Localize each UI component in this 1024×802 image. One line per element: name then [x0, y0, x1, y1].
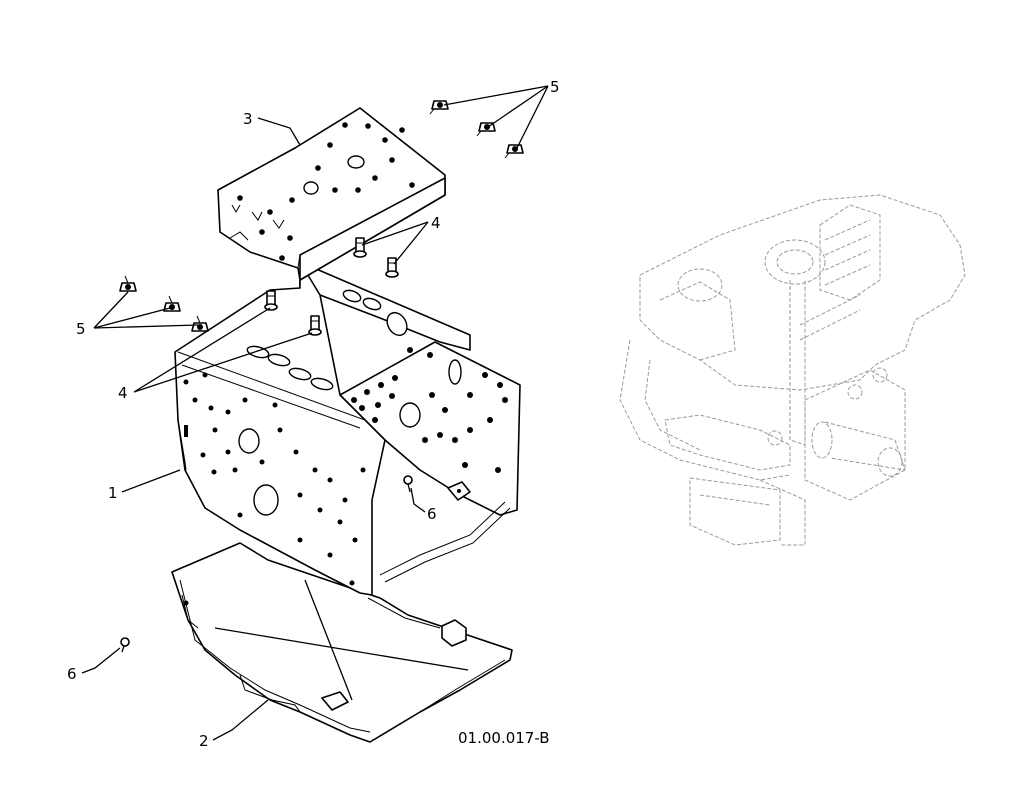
leader-lines [81, 85, 549, 741]
callout-6-left: 6 [67, 665, 77, 683]
screws-item-6 [120, 475, 413, 653]
callout-5-left: 5 [76, 320, 86, 338]
callout-1: 1 [108, 484, 118, 502]
part-3-top-cover [217, 107, 446, 281]
part-1-main-frame [174, 261, 521, 596]
callout-4-top: 4 [431, 214, 441, 232]
callout-5-top: 5 [550, 78, 560, 96]
callout-2: 2 [199, 732, 209, 750]
frame-holes [183, 372, 366, 586]
callout-4-left: 4 [118, 384, 128, 402]
frame-right-holes [351, 347, 508, 473]
engine-ghost-illustration [619, 194, 966, 546]
callout-3: 3 [243, 110, 253, 128]
part-2-bottom-cover [171, 542, 513, 743]
fasteners-item-5-top [429, 100, 524, 159]
fasteners-item-5-left [119, 275, 209, 332]
drawing-reference-code: 01.00.017-B [458, 729, 550, 747]
callout-6-right: 6 [427, 505, 437, 523]
